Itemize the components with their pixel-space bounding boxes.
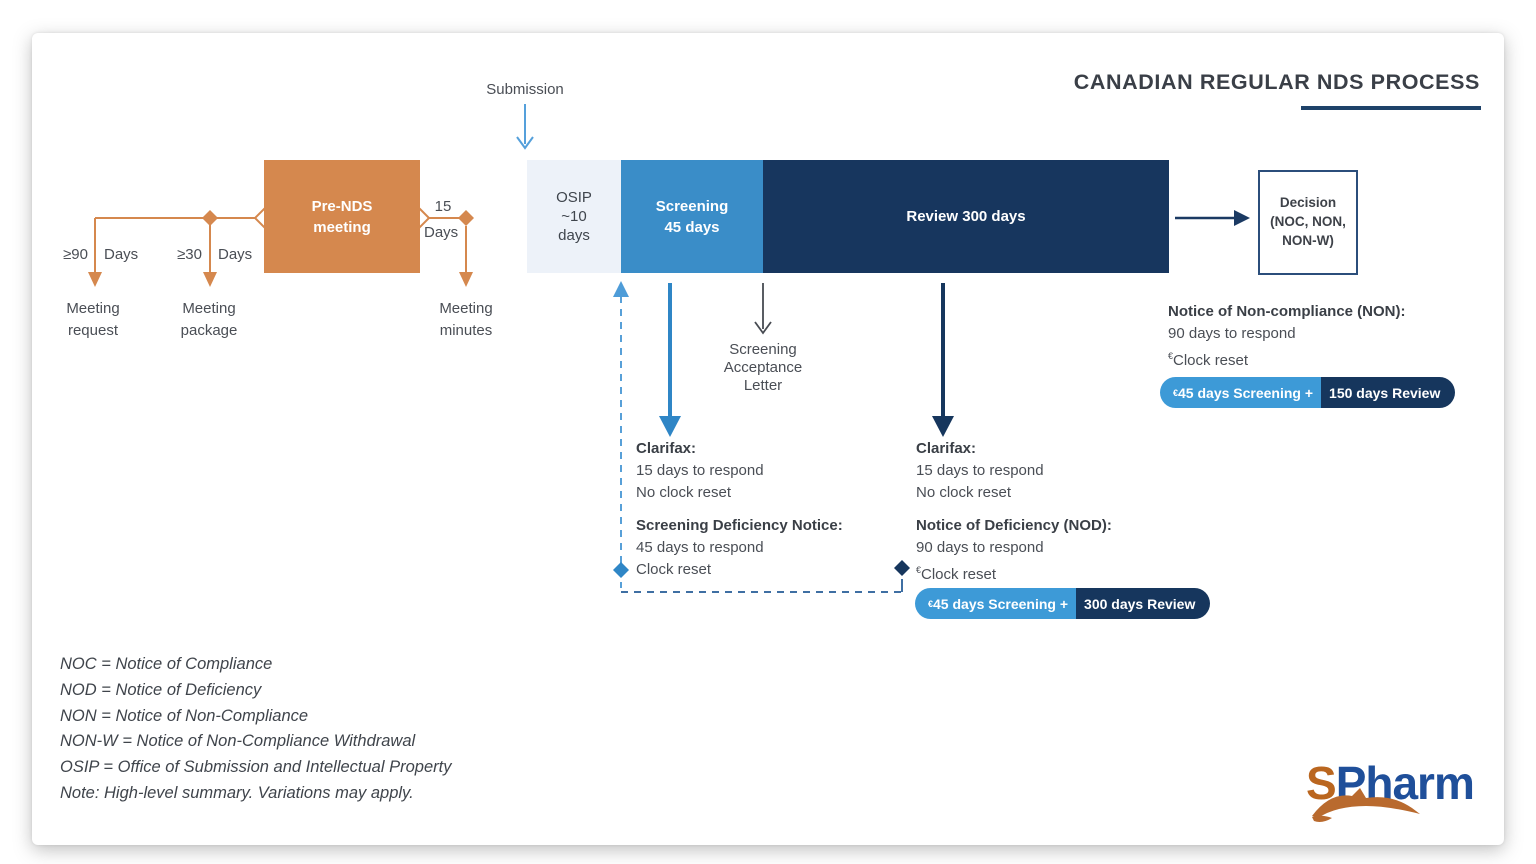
nod-line: €Clock reset <box>916 565 997 583</box>
clarifax-line: No clock reset <box>636 484 732 501</box>
meeting-minutes-label: Meeting minutes <box>439 300 493 339</box>
review-branch-block: Clarifax: 15 days to respond No clock re… <box>916 438 1112 586</box>
non-line: 90 days to respond <box>1168 325 1296 342</box>
legend-line: NOC = Notice of Compliance <box>60 655 273 673</box>
legend-line: OSIP = Office of Submission and Intellec… <box>60 758 452 777</box>
days-30-unit: Days <box>218 246 253 263</box>
meeting-request-label: Meeting request <box>66 300 120 339</box>
footnote-mark: € <box>916 565 922 575</box>
days-15-value: 15 <box>434 198 452 215</box>
days-90-unit: Days <box>104 246 139 263</box>
screening-acceptance-label: Screening Acceptance Letter <box>723 341 803 394</box>
legend-line: NOD = Notice of Deficiency <box>60 680 262 699</box>
non-line: €Clock reset <box>1168 351 1249 369</box>
review-bar: Review 300 days <box>763 160 1169 273</box>
days-15-unit: Days <box>424 224 459 241</box>
legend-line: NON = Notice of Non-Compliance <box>60 706 309 725</box>
page-title: CANADIAN REGULAR NDS PROCESS <box>1073 70 1480 94</box>
footnote-mark: € <box>1173 387 1179 398</box>
pill-review-segment: 150 days Review <box>1321 377 1456 408</box>
nod-title: Notice of Deficiency (NOD): <box>916 517 1112 534</box>
spacer <box>916 504 1112 515</box>
pre-nds-meeting-box: Pre-NDS meeting <box>264 160 420 273</box>
non-reset-pill: €45 days Screening + 150 days Review <box>1160 377 1456 408</box>
logo-swoosh-icon <box>1312 788 1420 822</box>
clarifax-line: 15 days to respond <box>916 462 1044 479</box>
screening-branch-block: Clarifax: 15 days to respond No clock re… <box>636 438 843 581</box>
osip-bar: OSIP ~10 days <box>527 160 621 273</box>
pill-screening-segment: €45 days Screening + <box>1160 377 1322 408</box>
legend-line: Note: High-level summary. Variations may… <box>60 783 414 802</box>
days-90-value: ≥90 <box>63 246 88 263</box>
spharm-logo: SPharm <box>1306 760 1496 826</box>
screening-deficiency-line: 45 days to respond <box>636 539 764 556</box>
meeting-package-label: Meeting package <box>180 300 238 339</box>
pill-screening-segment: €45 days Screening + <box>915 588 1077 619</box>
footnote-mark: € <box>928 598 934 609</box>
clarifax-line: 15 days to respond <box>636 462 764 479</box>
decision-box: Decision (NOC, NON, NON-W) <box>1258 170 1358 275</box>
legend: NOC = Notice of Compliance NOD = Notice … <box>60 652 451 807</box>
screening-deficiency-title: Screening Deficiency Notice: <box>636 517 843 534</box>
title-underline <box>1301 106 1481 110</box>
legend-line: NON-W = Notice of Non-Compliance Withdra… <box>60 732 416 751</box>
screening-deficiency-line: Clock reset <box>636 561 712 578</box>
screening-bar: Screening 45 days <box>621 160 763 273</box>
footnote-mark: € <box>1168 351 1174 361</box>
logo-letter-s: S <box>1306 757 1337 809</box>
non-title: Notice of Non-compliance (NON): <box>1168 303 1406 320</box>
non-branch-block: Notice of Non-compliance (NON): 90 days … <box>1168 301 1406 372</box>
clarifax-line: No clock reset <box>916 484 1012 501</box>
review-reset-pill: €45 days Screening + 300 days Review <box>915 588 1211 619</box>
pill-review-segment: 300 days Review <box>1076 588 1211 619</box>
clarifax-title: Clarifax: <box>636 440 697 457</box>
days-30-value: ≥30 <box>177 246 202 263</box>
nod-line: 90 days to respond <box>916 539 1044 556</box>
clarifax-title: Clarifax: <box>916 440 977 457</box>
submission-label: Submission <box>486 81 564 98</box>
spacer <box>636 504 843 515</box>
